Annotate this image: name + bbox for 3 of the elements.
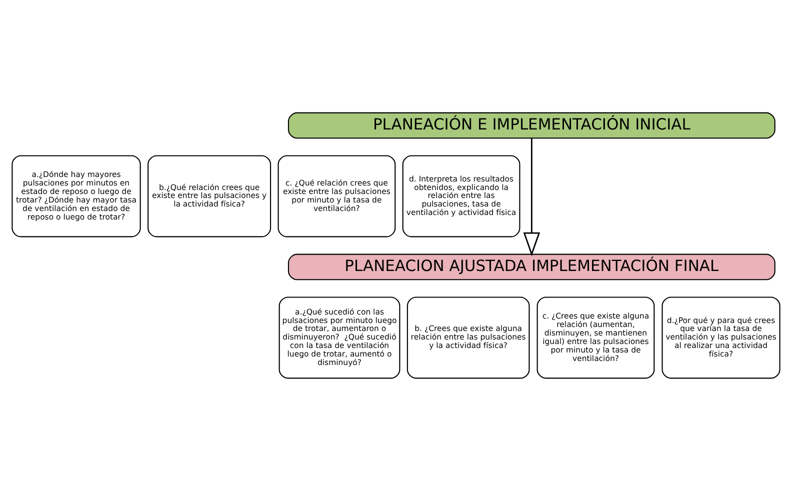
node-box: PLANEACION AJUSTADA IMPLEMENTACIÓN FINAL [288, 254, 776, 280]
node-box: PLANEACIÓN E IMPLEMENTACIÓN INICIAL [288, 112, 776, 139]
arrow [523, 138, 540, 256]
